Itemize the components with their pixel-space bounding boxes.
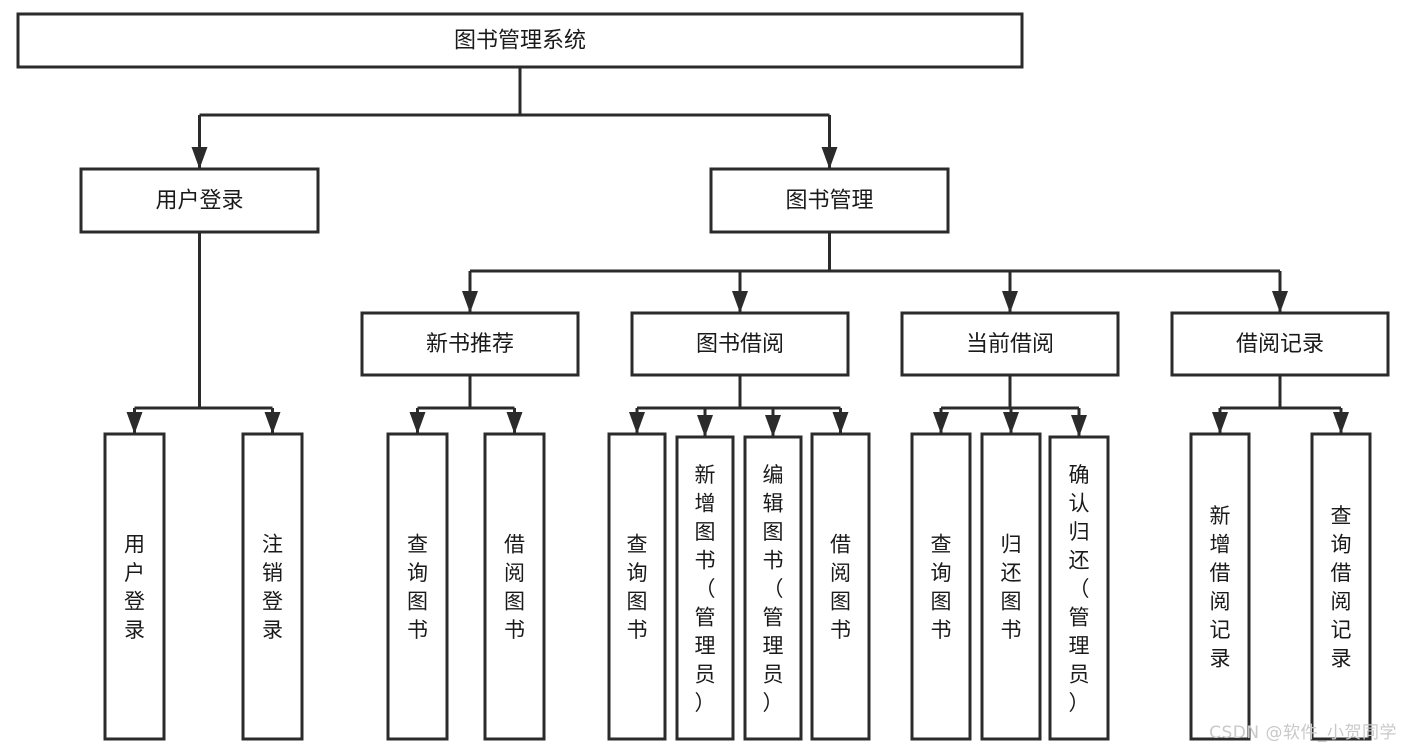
node-label: 借阅记录 — [1236, 332, 1324, 357]
node-label-vertical: 借阅图书 — [830, 533, 851, 643]
arrow-head-icon — [1003, 412, 1019, 434]
arrow-head-icon — [765, 415, 781, 437]
node-box — [386, 432, 449, 741]
arrow-head-icon — [629, 412, 645, 434]
node-user-login[interactable]: 用户登录 — [79, 167, 320, 234]
node-box — [1189, 432, 1251, 741]
node-box — [630, 311, 850, 377]
node-label: 图书借阅 — [696, 332, 784, 357]
node-label: 当前借阅 — [966, 332, 1054, 357]
node-box — [709, 167, 950, 234]
node-box — [910, 432, 972, 741]
node-label: 用户登录 — [155, 189, 243, 214]
arrow-head-icon — [191, 147, 208, 169]
node-leaf-borrow-book-2[interactable]: 借阅图书 — [810, 432, 871, 741]
node-leaf-logout[interactable]: 注销登录 — [241, 432, 304, 741]
node-label-vertical: 确认归还（管理员） — [1069, 463, 1090, 715]
nodes-layer: 图书管理系统用户登录图书管理新书推荐图书借阅当前借阅借阅记录用户登录注销登录查询… — [16, 12, 1390, 741]
node-leaf-confirm-return[interactable]: 确认归还（管理员） — [1048, 435, 1110, 741]
node-leaf-query-book-1[interactable]: 查询图书 — [386, 432, 449, 741]
arrow-head-icon — [832, 412, 849, 434]
node-box — [79, 167, 320, 234]
node-label-vertical: 查询图书 — [627, 533, 648, 643]
node-label: 图书管理 — [785, 189, 873, 214]
node-label-vertical: 归还图书 — [1001, 533, 1022, 643]
node-book-borrow[interactable]: 图书借阅 — [630, 311, 850, 377]
node-leaf-return-book[interactable]: 归还图书 — [980, 432, 1042, 741]
node-box — [607, 432, 667, 741]
arrow-head-icon — [409, 412, 426, 434]
arrow-head-icon — [1272, 291, 1288, 313]
arrow-head-icon — [732, 291, 748, 313]
node-label-vertical: 借阅图书 — [504, 533, 525, 643]
node-box — [1310, 432, 1372, 741]
node-leaf-query-book-3[interactable]: 查询图书 — [910, 432, 972, 741]
node-leaf-borrow-book-1[interactable]: 借阅图书 — [483, 432, 546, 741]
node-label-vertical: 查询图书 — [407, 533, 428, 643]
node-box — [360, 311, 580, 377]
node-leaf-add-record[interactable]: 新增借阅记录 — [1189, 432, 1251, 741]
arrow-head-icon — [821, 147, 838, 169]
node-box — [980, 432, 1042, 741]
arrow-head-icon — [1212, 412, 1228, 434]
node-label-vertical: 新增图书（管理员） — [695, 463, 716, 715]
arrow-head-icon — [126, 412, 143, 434]
arrow-head-icon — [1002, 291, 1018, 313]
node-leaf-query-book-2[interactable]: 查询图书 — [607, 432, 667, 741]
node-label-vertical: 用户登录 — [124, 533, 145, 643]
node-book-manage[interactable]: 图书管理 — [709, 167, 950, 234]
arrow-head-icon — [1071, 415, 1087, 437]
node-undefined[interactable]: 图书管理系统 — [16, 12, 1024, 69]
node-leaf-edit-book[interactable]: 编辑图书（管理员） — [743, 435, 803, 741]
node-label: 新书推荐 — [426, 332, 514, 357]
node-box — [103, 432, 166, 741]
node-new-book-rec[interactable]: 新书推荐 — [360, 311, 580, 377]
arrow-head-icon — [933, 412, 949, 434]
node-label-vertical: 编辑图书（管理员） — [763, 463, 784, 715]
node-label-vertical: 查询借阅记录 — [1331, 504, 1352, 671]
arrow-head-icon — [1333, 412, 1349, 434]
arrow-head-icon — [264, 412, 281, 434]
node-leaf-add-book[interactable]: 新增图书（管理员） — [675, 435, 735, 741]
node-box — [16, 12, 1024, 69]
edges-layer — [126, 67, 1349, 437]
arrow-head-icon — [506, 412, 523, 434]
node-label-vertical: 新增借阅记录 — [1210, 504, 1231, 671]
node-label: 图书管理系统 — [454, 29, 586, 54]
node-box — [1048, 435, 1110, 741]
node-box — [241, 432, 304, 741]
node-label-vertical: 注销登录 — [262, 533, 283, 643]
node-current-borrow[interactable]: 当前借阅 — [900, 311, 1120, 377]
node-box — [483, 432, 546, 741]
node-box — [1170, 311, 1390, 377]
node-box — [743, 435, 803, 741]
node-label-vertical: 查询图书 — [931, 533, 952, 643]
node-leaf-user-login[interactable]: 用户登录 — [103, 432, 166, 741]
node-box — [810, 432, 871, 741]
arrow-head-icon — [697, 415, 713, 437]
arrow-head-icon — [462, 291, 478, 313]
node-box — [675, 435, 735, 741]
node-box — [900, 311, 1120, 377]
node-borrow-record[interactable]: 借阅记录 — [1170, 311, 1390, 377]
node-leaf-query-record[interactable]: 查询借阅记录 — [1310, 432, 1372, 741]
